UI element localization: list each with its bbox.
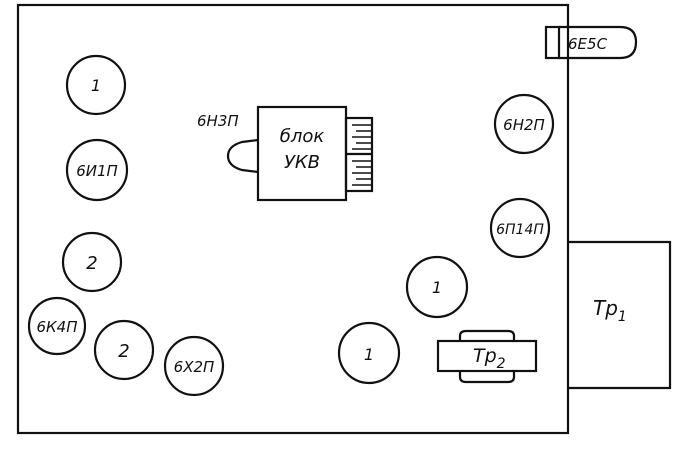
tr2-label-sub: 2 — [497, 356, 506, 372]
tube-2-low-label: 2 — [118, 341, 129, 362]
tube-6x2p-label: 6Х2П — [174, 358, 215, 376]
tr1-label-sub: 1 — [618, 309, 627, 325]
transformer-tr2: Тр2 — [436, 329, 538, 384]
tube-1-right-label: 1 — [432, 278, 442, 297]
tr2-label-base: Тр — [473, 345, 497, 367]
tube-1-right: 1 — [405, 255, 469, 319]
tr1-label-base: Тр — [593, 296, 618, 320]
indicator-tube: 6Е5С — [544, 25, 638, 60]
tube-1-top-label: 1 — [91, 76, 101, 95]
tube-6k4p: 6К4П — [27, 296, 87, 356]
tube-6n2p-label: 6Н2П — [503, 116, 545, 134]
tube-2-mid: 2 — [61, 231, 123, 293]
indicator-label: 6Е5С — [568, 35, 608, 53]
tube-6i1p-label: 6И1П — [76, 162, 118, 180]
tube-2-low: 2 — [93, 319, 155, 381]
tr2-label: Тр2 — [473, 345, 506, 372]
tube-6x2p: 6Х2П — [163, 335, 225, 397]
ukv-block-line2: УКВ — [284, 152, 320, 173]
transformer-tr1: Тр1 — [568, 240, 672, 390]
tr1-label: Тр1 — [593, 296, 627, 325]
tube-1-center: 1 — [337, 321, 401, 385]
tube-6n2p: 6Н2П — [493, 93, 555, 155]
ukv-block-line1: блок — [280, 126, 325, 147]
ukv-tube-label: 6Н3П — [197, 112, 239, 130]
tube-1-center-label: 1 — [364, 345, 374, 364]
ukv-tuning-drum — [344, 116, 374, 193]
tube-6k4p-label: 6К4П — [36, 318, 77, 336]
tube-6p14p: 6П14П — [489, 197, 551, 259]
chassis-outline — [16, 3, 570, 435]
tube-1-top: 1 — [65, 54, 127, 116]
tube-6p14p-label: 6П14П — [496, 222, 544, 238]
tube-6i1p: 6И1П — [65, 138, 129, 202]
tube-2-mid-label: 2 — [86, 253, 97, 274]
ukv-block: 6Н3П блок УКВ — [197, 105, 374, 202]
